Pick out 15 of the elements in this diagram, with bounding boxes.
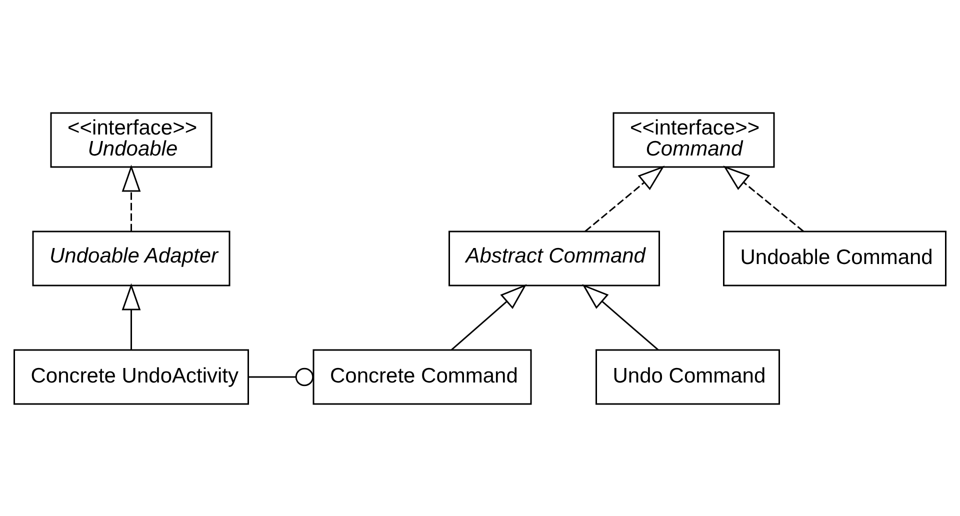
node-box: <<interface>> Command bbox=[612, 112, 775, 168]
arrow bbox=[584, 165, 665, 232]
node-box: Undoable Command bbox=[723, 230, 946, 286]
node-box: <<interface>> Undoable bbox=[50, 112, 212, 168]
arrow bbox=[451, 284, 527, 350]
node-box: Concrete UndoActivity bbox=[14, 348, 249, 404]
node-box: Concrete Command bbox=[312, 348, 532, 404]
node-box: Undo Command bbox=[596, 348, 780, 404]
node-box: Abstract Command bbox=[448, 230, 660, 286]
node-box: Undoable Adapter bbox=[32, 230, 230, 286]
arrow bbox=[582, 284, 659, 350]
arrow bbox=[723, 165, 804, 232]
connector bbox=[248, 367, 314, 386]
arrow bbox=[122, 164, 141, 231]
arrow bbox=[122, 282, 141, 350]
